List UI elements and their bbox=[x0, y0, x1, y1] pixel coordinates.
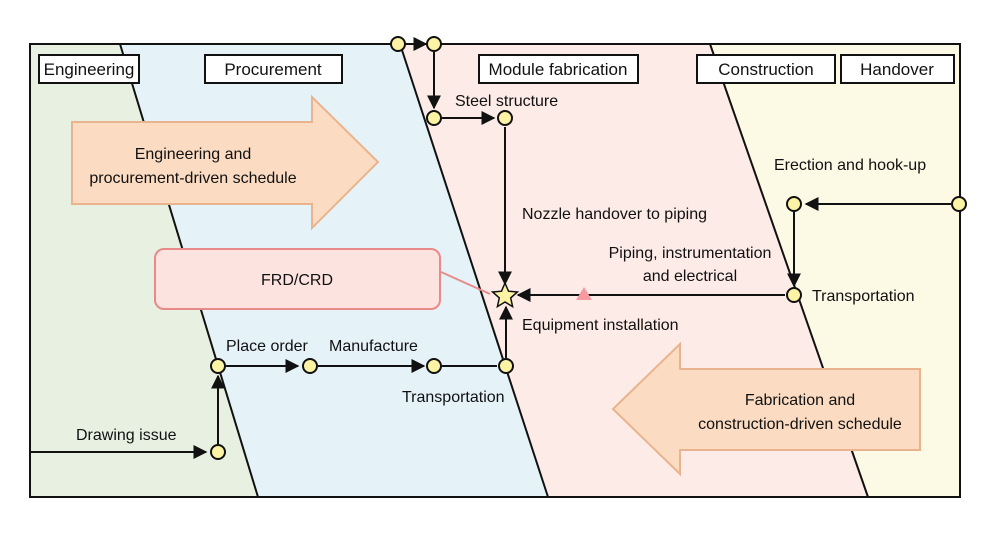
node-erection bbox=[786, 196, 802, 212]
svg-text:construction-driven schedule: construction-driven schedule bbox=[698, 416, 902, 433]
flow-lines bbox=[30, 37, 951, 459]
svg-text:Fabrication and: Fabrication and bbox=[745, 392, 855, 409]
label-piping-line2: and electrical bbox=[643, 268, 737, 285]
equipment-installation-star-icon bbox=[490, 281, 520, 309]
node-handover bbox=[951, 196, 967, 212]
header-construction: Construction bbox=[696, 54, 836, 84]
node-manufacture bbox=[302, 358, 318, 374]
label-steel-structure: Steel structure bbox=[455, 93, 558, 110]
node-place-order bbox=[210, 358, 226, 374]
node-transportation-right bbox=[786, 287, 802, 303]
node-steel-structure bbox=[497, 110, 513, 126]
label-manufacture: Manufacture bbox=[329, 338, 418, 355]
header-procurement: Procurement bbox=[204, 54, 343, 84]
piping-marker-triangle bbox=[576, 287, 592, 300]
label-piping-line1: Piping, instrumentation bbox=[609, 245, 772, 262]
header-module-fabrication: Module fabrication bbox=[478, 54, 639, 84]
diagram-frame bbox=[29, 43, 961, 498]
svg-text:Procurement: Procurement bbox=[224, 60, 322, 79]
frd-crd-callout: FRD/CRD bbox=[154, 248, 491, 310]
svg-text:Engineering: Engineering bbox=[44, 60, 135, 79]
divider-procurement-fabrication bbox=[399, 43, 549, 498]
svg-text:procurement-driven schedule: procurement-driven schedule bbox=[89, 170, 296, 187]
construction-driven-arrow: Fabrication and construction-driven sche… bbox=[611, 341, 921, 477]
engineering-driven-arrow: Engineering and procurement-driven sched… bbox=[71, 94, 380, 231]
svg-text:Construction: Construction bbox=[718, 60, 813, 79]
node-steel-start bbox=[426, 110, 442, 126]
node-top-2 bbox=[426, 36, 442, 52]
node-top-1 bbox=[390, 36, 406, 52]
svg-text:Handover: Handover bbox=[860, 60, 934, 79]
node-drawing-issue bbox=[210, 444, 226, 460]
label-place-order: Place order bbox=[226, 338, 308, 355]
label-nozzle-handover: Nozzle handover to piping bbox=[522, 206, 707, 223]
node-equipment-base bbox=[498, 358, 514, 374]
label-erection: Erection and hook-up bbox=[774, 157, 926, 174]
header-engineering: Engineering bbox=[38, 54, 140, 84]
label-transportation-right: Transportation bbox=[812, 288, 915, 305]
node-transportation-left bbox=[426, 358, 442, 374]
flow-nodes bbox=[210, 36, 967, 460]
header-handover: Handover bbox=[840, 54, 955, 84]
label-drawing-issue: Drawing issue bbox=[76, 427, 177, 444]
svg-text:Module fabrication: Module fabrication bbox=[489, 60, 628, 79]
svg-text:FRD/CRD: FRD/CRD bbox=[261, 272, 333, 289]
label-equipment-installation: Equipment installation bbox=[522, 317, 679, 334]
svg-text:Engineering and: Engineering and bbox=[135, 146, 252, 163]
label-transportation-left: Transportation bbox=[402, 389, 505, 406]
